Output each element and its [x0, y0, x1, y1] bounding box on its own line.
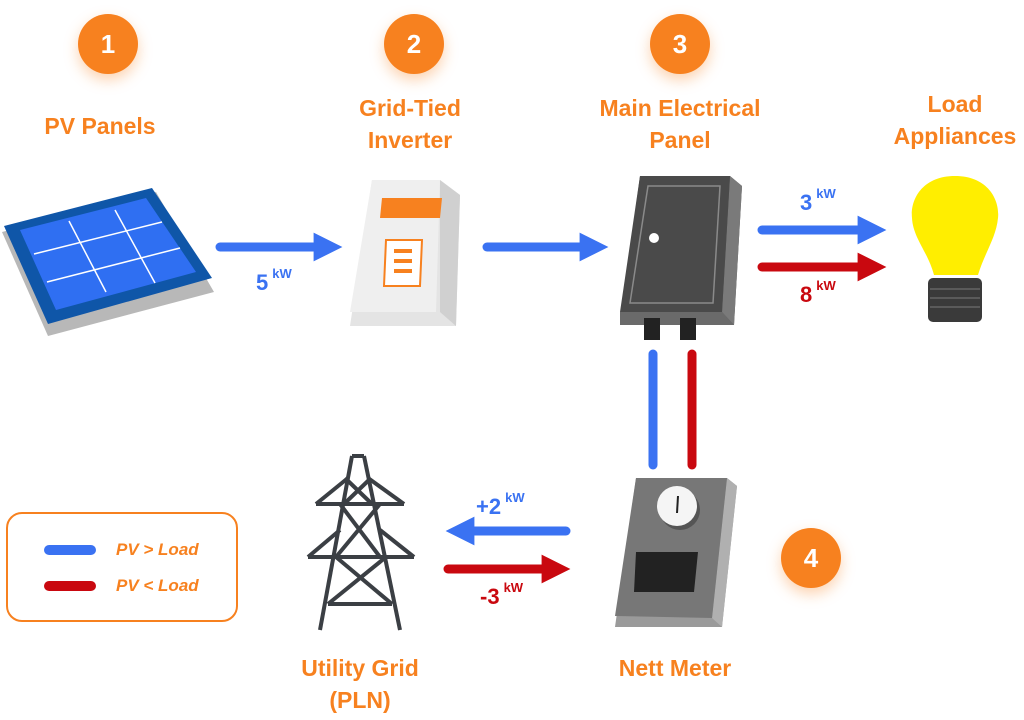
step-badge-4: 4 [781, 528, 841, 588]
title-line: (PLN) [329, 687, 391, 713]
step-badge-1: 1 [78, 14, 138, 74]
step-badge-3: 3 [650, 14, 710, 74]
title-line: Nett Meter [618, 655, 732, 681]
pv-panels-title: PV Panels [20, 110, 180, 142]
utility-grid-title: Utility Grid (PLN) [270, 652, 450, 716]
title-line: Appliances [893, 123, 1017, 149]
flow-value: 3 [800, 190, 813, 215]
nett-meter-title: Nett Meter [585, 652, 765, 684]
flow-value: +2 [476, 494, 502, 519]
flow-value: 8 [800, 282, 813, 307]
legend: PV > Load PV < Load [6, 512, 238, 622]
flow-arrows [215, 215, 887, 584]
flow-unit: kW [816, 186, 836, 201]
title-line: PV Panels [44, 113, 156, 139]
legend-label: PV > Load [116, 540, 199, 559]
meter-icon [615, 478, 737, 627]
electrical-panel-title: Main Electrical Panel [570, 92, 790, 156]
electrical-panel-icon [620, 176, 742, 340]
flow-value: -3 [480, 584, 500, 609]
flow-unit: kW [505, 490, 525, 505]
title-line: Load [927, 91, 983, 117]
legend-item-pv-gt-load: PV > Load [44, 540, 199, 560]
legend-swatch-blue [44, 545, 96, 555]
inverter-title: Grid-Tied Inverter [330, 92, 490, 156]
flow-value: 5 [256, 270, 269, 295]
title-line: Inverter [367, 127, 453, 153]
flow-unit: kW [816, 278, 836, 293]
title-line: Grid-Tied [359, 95, 461, 121]
title-line: Utility Grid [301, 655, 419, 681]
power-tower-icon [306, 454, 416, 631]
title-line: Panel [649, 127, 711, 153]
load-appliances-title: Load Appliances [880, 88, 1024, 152]
title-line: Main Electrical [599, 95, 761, 121]
inverter-icon [350, 180, 460, 326]
legend-label: PV < Load [116, 576, 199, 595]
flow-unit: kW [503, 580, 524, 595]
legend-swatch-red [44, 581, 96, 591]
legend-item-pv-lt-load: PV < Load [44, 576, 199, 596]
solar-panel-icon [2, 188, 214, 336]
flow-unit: kW [272, 266, 292, 281]
step-badge-2: 2 [384, 14, 444, 74]
light-bulb-icon [911, 176, 999, 322]
